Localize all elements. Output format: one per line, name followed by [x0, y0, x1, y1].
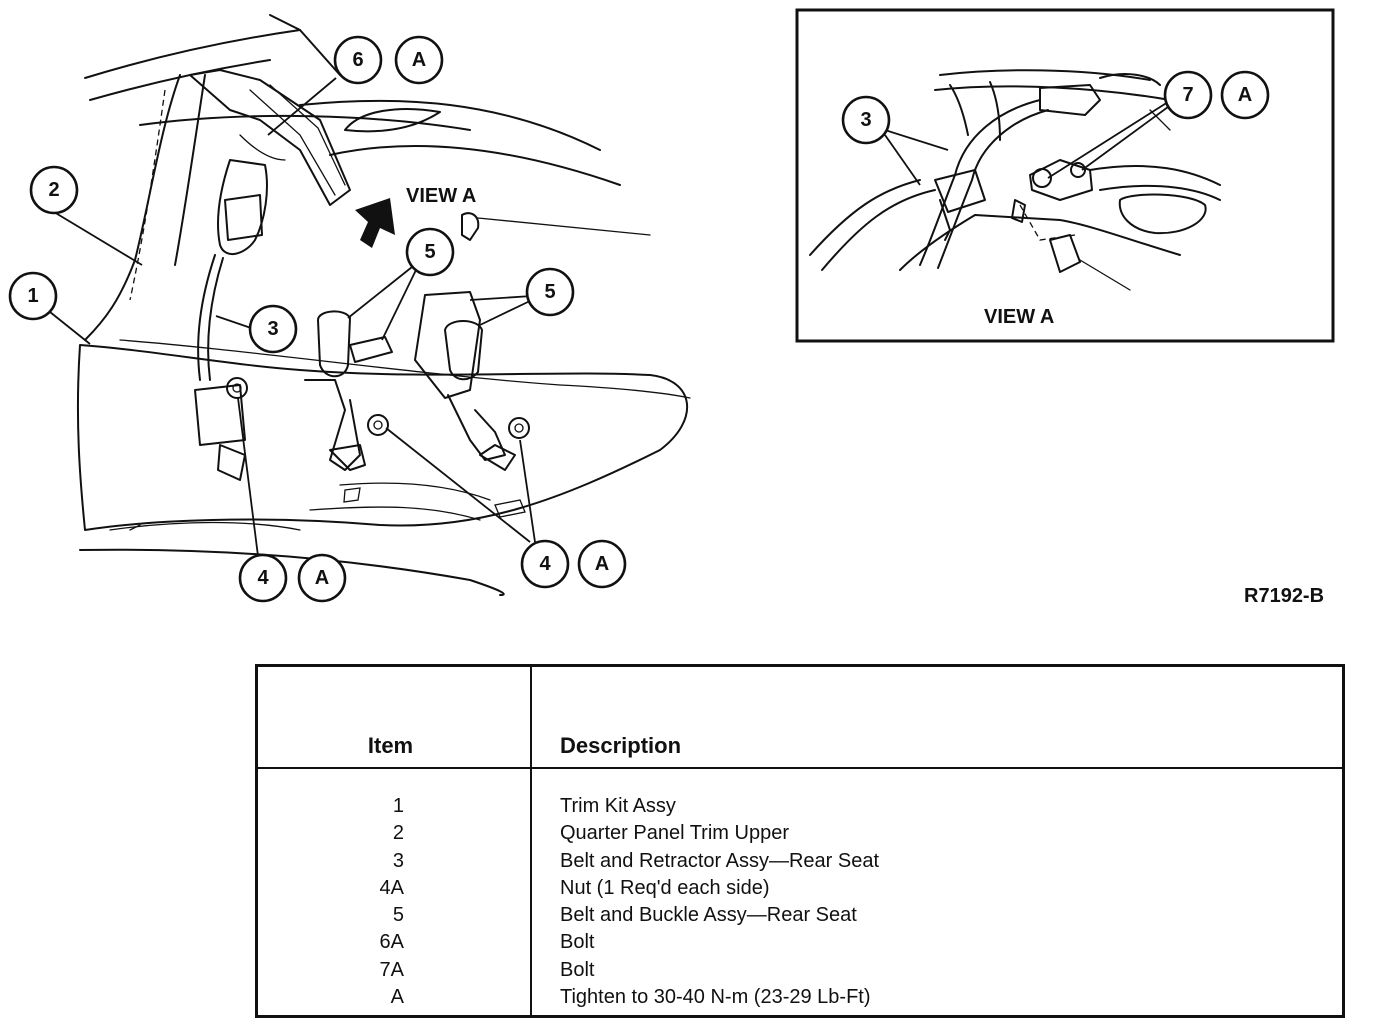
callout-5-right: 5 [525, 267, 575, 317]
callout-3: 3 [248, 304, 298, 354]
row-description: Trim Kit Assy [560, 795, 676, 817]
table-row: 6A Bolt [258, 929, 1342, 956]
row-item: 3 [392, 849, 404, 872]
row-item: 7A [379, 958, 404, 981]
row-description: Bolt [560, 958, 595, 981]
svg-text:3: 3 [860, 109, 871, 131]
callout-6-a: A [394, 35, 444, 85]
row-description: Belt and Buckle Assy—Rear Seat [560, 904, 857, 927]
svg-text:A: A [595, 553, 609, 575]
row-item: 2 [392, 822, 404, 845]
callout-6: 6 [333, 35, 383, 85]
row-item: 5 [392, 904, 404, 927]
callout-4-right: 4 [520, 539, 570, 589]
table-row: A Tighten to 30-40 N-m (23-29 Lb-Ft) [258, 984, 1342, 1011]
callout-4-right-a: A [577, 539, 627, 589]
svg-text:4: 4 [257, 567, 269, 589]
svg-text:A: A [315, 567, 329, 589]
table-row: 1 Trim Kit Assy [258, 793, 1342, 820]
svg-text:5: 5 [424, 241, 435, 263]
callout-5-left: 5 [405, 227, 455, 277]
row-item: 1 [392, 795, 404, 817]
legend-table: Item Description 1 Trim Kit Assy 2 Quart… [255, 664, 1345, 1018]
svg-text:5: 5 [544, 281, 555, 303]
legend-rows: 1 Trim Kit Assy 2 Quarter Panel Trim Upp… [258, 793, 1342, 1011]
svg-text:2: 2 [48, 179, 59, 201]
row-description: Belt and Retractor Assy—Rear Seat [560, 849, 880, 872]
column-divider [530, 667, 532, 1015]
row-item: 6A [379, 931, 404, 954]
callout-2: 2 [29, 165, 79, 215]
row-description: Bolt [560, 931, 595, 954]
table-row: 2 Quarter Panel Trim Upper [258, 820, 1342, 847]
table-row: 3 Belt and Retractor Assy—Rear Seat [258, 848, 1342, 875]
header-divider [258, 767, 1342, 769]
svg-text:1: 1 [27, 285, 38, 307]
view-a-inset: 3 7 A VIEW A [795, 8, 1335, 343]
callout-4-left-a: A [297, 553, 347, 603]
svg-text:7: 7 [1182, 84, 1193, 106]
svg-text:3: 3 [267, 318, 278, 340]
callout-7: 7 [1163, 70, 1213, 120]
table-row: 7A Bolt [258, 957, 1342, 984]
svg-text:A: A [412, 49, 426, 71]
table-row: 5 Belt and Buckle Assy—Rear Seat [258, 902, 1342, 929]
row-item: A [390, 986, 404, 1009]
row-item: 4A [379, 876, 404, 899]
row-description: Tighten to 30-40 N-m (23-29 Lb-Ft) [560, 986, 871, 1009]
view-a-main-label: VIEW A [406, 185, 476, 207]
header-description: Description [560, 733, 682, 758]
table-row: 4A Nut (1 Req'd each side) [258, 875, 1342, 902]
svg-text:4: 4 [539, 553, 551, 575]
svg-text:A: A [1238, 84, 1252, 106]
svg-text:6: 6 [352, 49, 363, 71]
callout-4-left: 4 [238, 553, 288, 603]
callout-1: 1 [8, 271, 58, 321]
leader-lines [49, 77, 536, 557]
callout-7-a: A [1220, 70, 1270, 120]
view-a-inset-label: VIEW A [984, 306, 1054, 328]
callout-3-inset: 3 [841, 95, 891, 145]
main-illustration [76, 14, 691, 596]
figure-code: R7192-B [1244, 585, 1324, 607]
row-description: Quarter Panel Trim Upper [560, 822, 789, 845]
header-item: Item [367, 733, 414, 758]
row-description: Nut (1 Req'd each side) [560, 876, 770, 899]
